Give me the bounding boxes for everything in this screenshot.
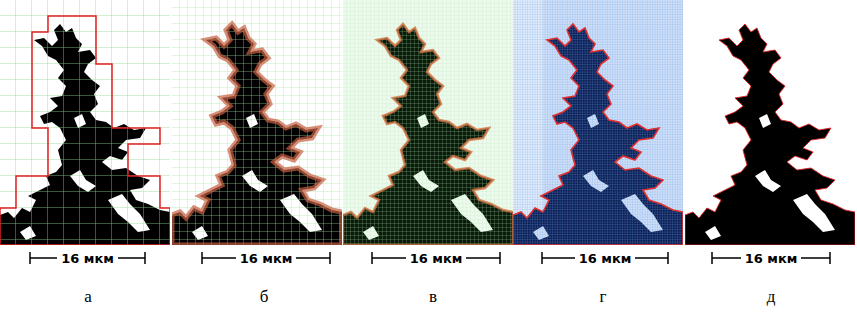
panel-letter: г	[598, 288, 609, 305]
scale-label: 16 мкм	[57, 252, 118, 265]
scale-label: 16 мкм	[406, 252, 467, 265]
panel-d	[513, 0, 683, 245]
panel-b	[172, 0, 342, 245]
scale-label: 16 мкм	[575, 252, 636, 265]
panel-letter: д	[765, 288, 778, 305]
scale-bars	[30, 252, 830, 264]
panel-a	[0, 0, 170, 245]
panel-e	[685, 0, 855, 245]
panel-c	[343, 0, 513, 245]
scale-label: 16 мкм	[236, 252, 297, 265]
panel-letter: б	[258, 288, 271, 305]
scale-label: 16 мкм	[741, 252, 802, 265]
panel-letter: в	[427, 288, 439, 305]
panel-letter: а	[82, 288, 94, 305]
